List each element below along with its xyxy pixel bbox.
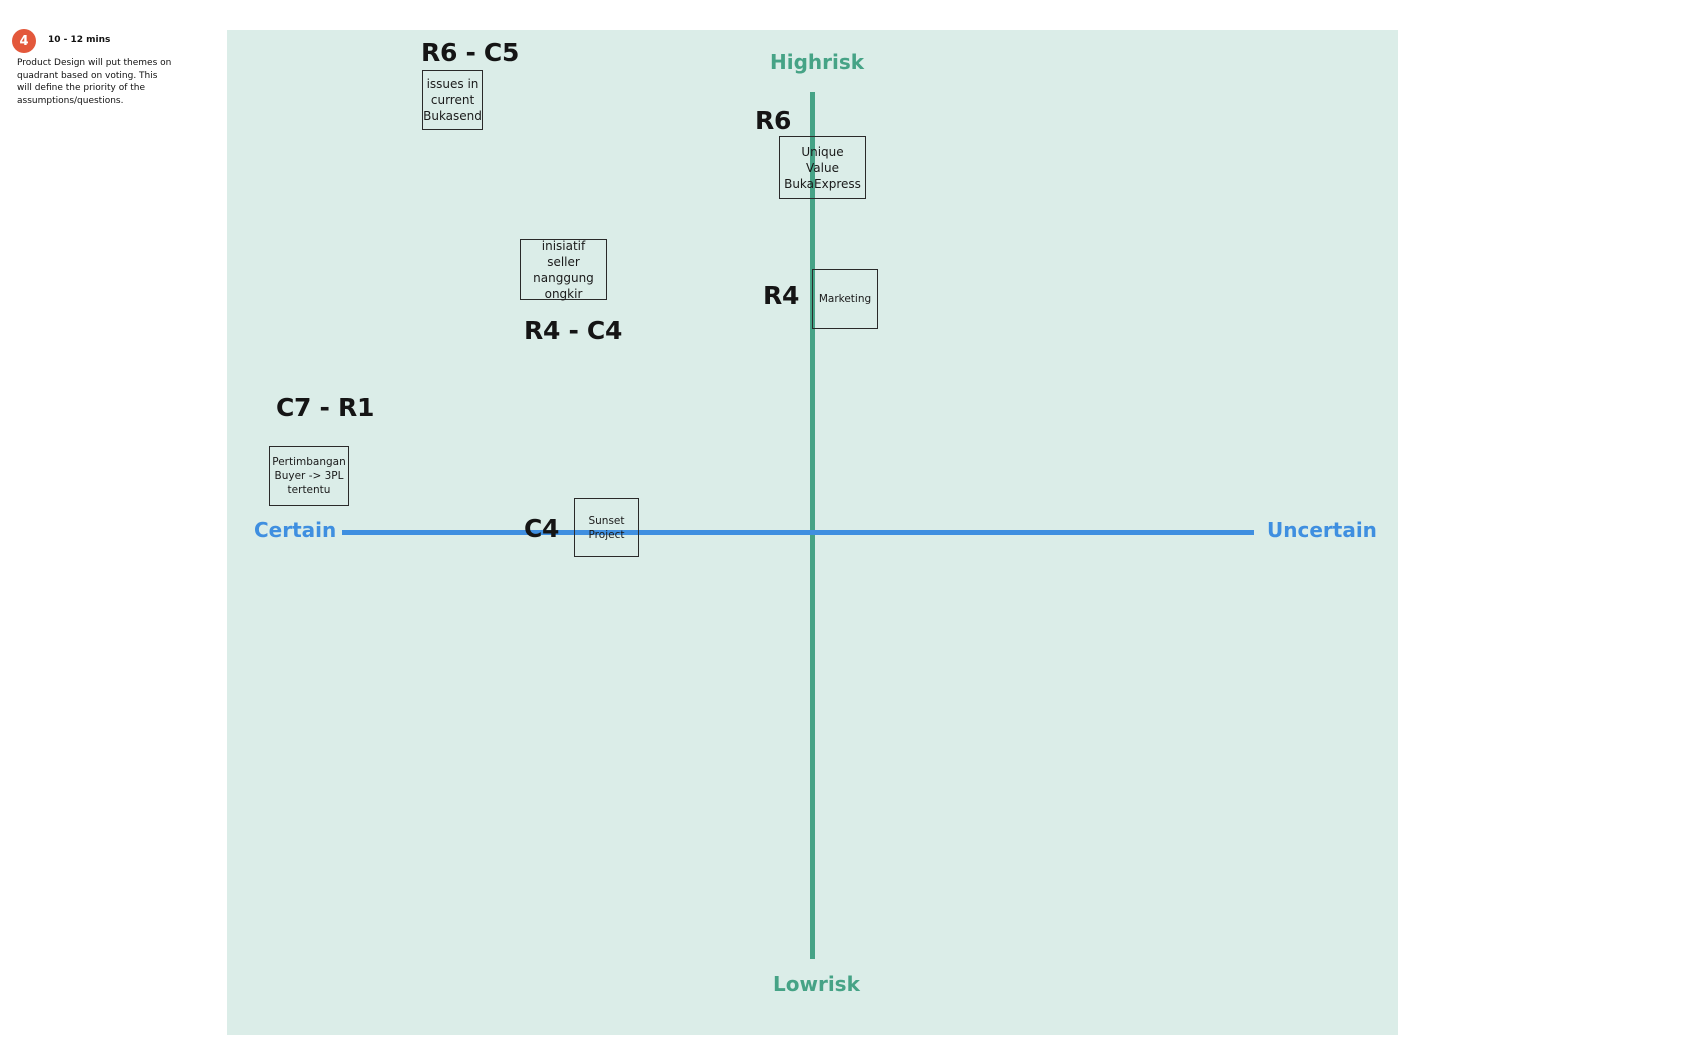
axis-label-lowrisk: Lowrisk bbox=[773, 972, 860, 996]
code-label-c4: C4 bbox=[524, 514, 560, 543]
step-duration: 10 - 12 mins bbox=[48, 35, 111, 45]
sticky-note-sunset-project[interactable]: Sunset Project bbox=[574, 498, 639, 557]
sticky-note-text: Marketing bbox=[818, 293, 872, 305]
axis-label-highrisk: Highrisk bbox=[770, 50, 865, 74]
sticky-note-text: Sunset Project bbox=[588, 514, 625, 541]
risk-axis-line bbox=[810, 92, 815, 959]
certainty-axis-line bbox=[342, 530, 1254, 535]
step-number-badge: 4 bbox=[12, 29, 36, 53]
code-label-r4: R4 bbox=[763, 281, 800, 310]
code-label-c7-r1: C7 - R1 bbox=[276, 393, 375, 422]
code-label-r4-c4: R4 - C4 bbox=[524, 316, 623, 345]
sticky-note-issues-bukasend[interactable]: issues in current Bukasend bbox=[422, 70, 483, 130]
code-label-r6: R6 bbox=[755, 106, 792, 135]
code-label-r6-c5: R6 - C5 bbox=[421, 38, 520, 67]
axis-label-certain: Certain bbox=[254, 518, 337, 542]
sticky-note-inisiatif-seller[interactable]: inisiatif seller nanggung ongkir bbox=[520, 238, 607, 301]
step-description: Product Design will put themes on quadra… bbox=[17, 58, 172, 106]
sticky-note-text: Unique Value BukaExpress bbox=[784, 144, 861, 191]
sticky-note-text: issues in current Bukasend bbox=[423, 77, 482, 123]
sticky-note-marketing[interactable]: Marketing bbox=[812, 269, 878, 329]
sticky-note-unique-value[interactable]: Unique Value BukaExpress bbox=[779, 136, 866, 199]
sticky-note-text: Pertimbangan Buyer -> 3PL tertentu bbox=[272, 456, 346, 496]
sticky-note-pertimbangan-buyer[interactable]: Pertimbangan Buyer -> 3PL tertentu bbox=[269, 446, 349, 506]
sticky-note-text: inisiatif seller nanggung ongkir bbox=[533, 238, 594, 301]
axis-label-uncertain: Uncertain bbox=[1267, 518, 1377, 542]
